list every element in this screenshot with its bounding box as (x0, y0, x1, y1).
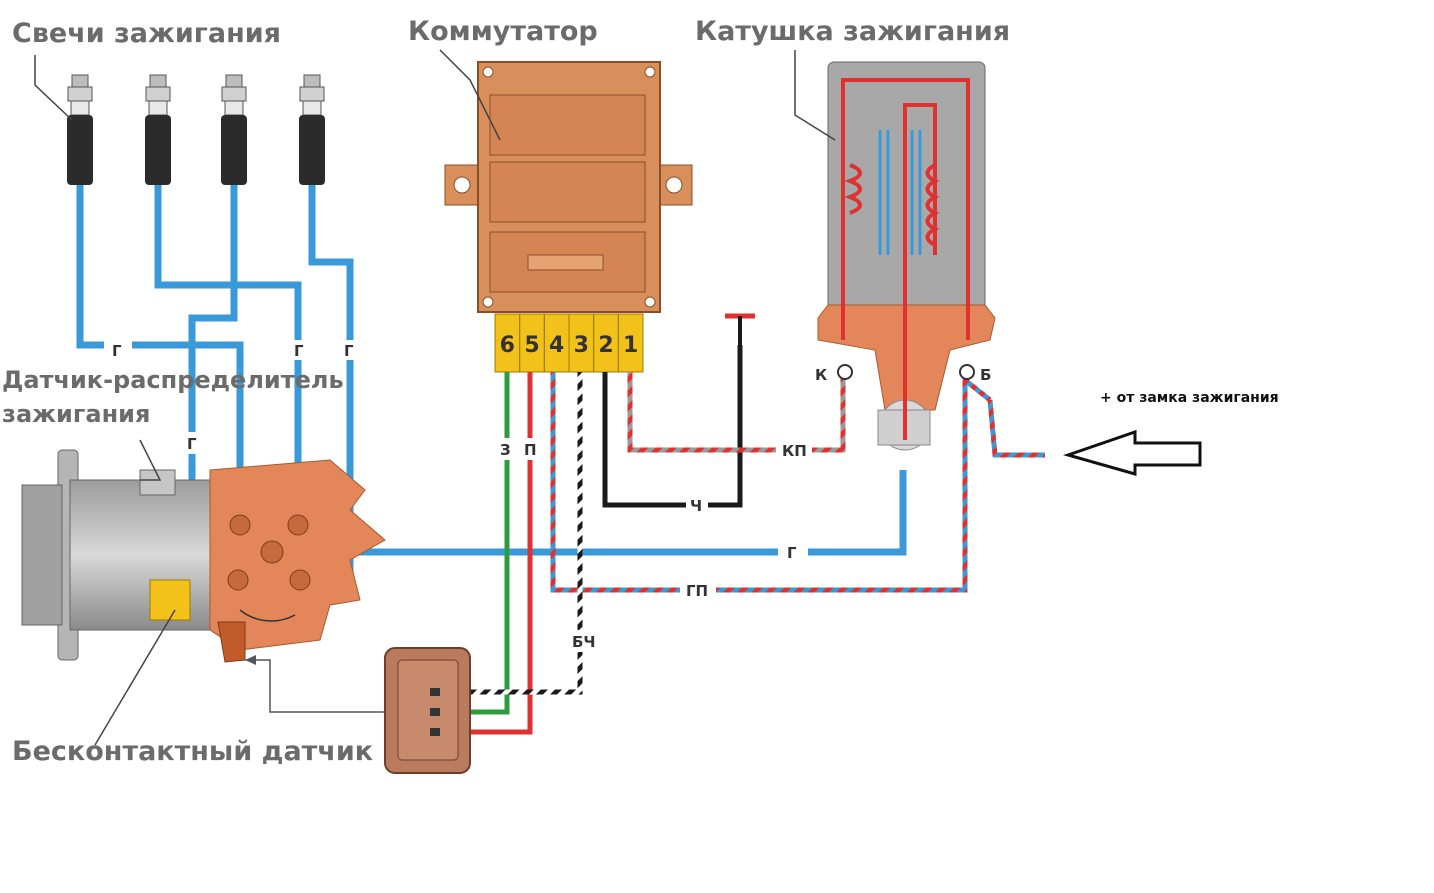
hv-wire-center (272, 470, 907, 556)
wire-code-g4: Г (187, 435, 197, 453)
wire-code-g3: Г (344, 342, 354, 360)
commutator-pin-1: 1 (623, 333, 638, 358)
distributor-label-line2: зажигания (2, 400, 150, 428)
spark-plugs-label: Свечи зажигания (12, 18, 281, 49)
wire-kp (627, 372, 846, 453)
wire-plus (987, 399, 1045, 458)
wire-code-p: П (524, 441, 537, 459)
wire-code-gp: ГП (686, 582, 708, 600)
wire-code-g-main: Г (787, 544, 797, 562)
wire-gp (550, 372, 992, 593)
wire-code-g2: Г (294, 342, 304, 360)
wire-code-bch: БЧ (572, 633, 596, 651)
distributor-terminal-3 (227, 569, 249, 591)
commutator-pin-5: 5 (524, 333, 539, 358)
coil-terminal-k-label: К (815, 366, 828, 384)
wire-code-ch: Ч (690, 497, 702, 515)
ignition-coil (817, 61, 996, 451)
spark-plug-1 (67, 74, 93, 185)
commutator-label: Коммутатор (408, 16, 598, 47)
coil-terminal-b (959, 364, 975, 380)
commutator-pin-2: 2 (598, 333, 613, 358)
from-ignition-switch-label: + от замка зажигания (1100, 390, 1279, 406)
arrow-icon (1062, 429, 1202, 476)
hv-wire-1 (76, 185, 244, 505)
wire-bch (430, 372, 583, 695)
spark-plug-3 (221, 74, 247, 185)
coil-terminal-b-label: Б (980, 366, 991, 384)
commutator-pin-4: 4 (549, 333, 564, 358)
hv-wire-2 (154, 185, 302, 525)
lv-wires (430, 313, 1045, 735)
distributor-terminal-2 (287, 514, 309, 536)
distributor-label: Датчик-распределитель (2, 366, 344, 394)
spark-plugs (67, 74, 325, 185)
distributor-terminal-center (260, 540, 284, 564)
ignition-coil-label: Катушка зажигания (695, 16, 1010, 47)
commutator-pin-3: 3 (574, 333, 589, 358)
spark-plug-2 (145, 74, 171, 185)
commutator-pin-6: 6 (500, 333, 515, 358)
distributor (21, 449, 395, 713)
wire-ch (602, 345, 743, 508)
contactless-sensor-label: Бесконтактный датчик (12, 736, 373, 767)
distributor-terminal-4 (289, 569, 311, 591)
sensor-connector (384, 647, 471, 774)
spark-plug-4 (299, 74, 325, 185)
wire-code-kp: КП (782, 442, 807, 460)
distributor-terminal-1 (229, 514, 251, 536)
wire-code-g1: Г (112, 342, 122, 360)
wire-code-z: З (500, 441, 511, 459)
coil-terminal-k (837, 364, 853, 380)
